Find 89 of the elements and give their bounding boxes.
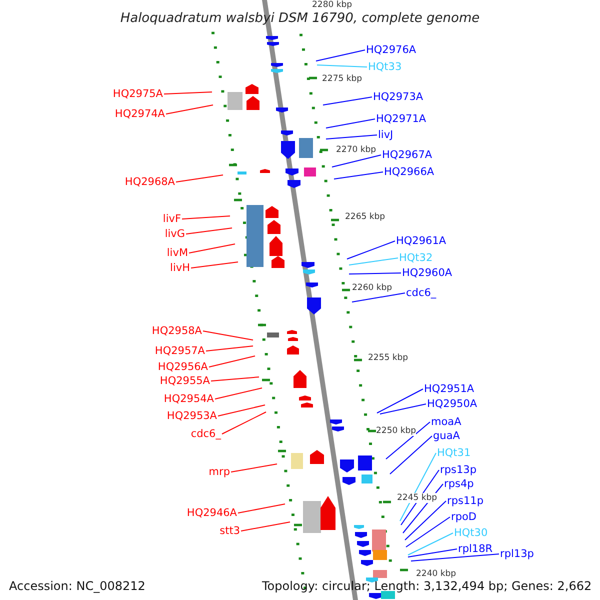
leader-line xyxy=(406,516,450,548)
leader-line xyxy=(380,404,426,414)
gene-label: moaA xyxy=(431,416,462,428)
gene-label: HQ2954A xyxy=(164,392,214,406)
leader-line xyxy=(334,172,384,180)
leader-line xyxy=(222,412,266,434)
leader-line xyxy=(210,376,260,382)
scale-label: 2255 kbp xyxy=(368,353,408,363)
gene-label: HQ2973A xyxy=(373,90,424,104)
leader-line xyxy=(386,422,430,460)
gene-label: HQt31 xyxy=(437,446,471,460)
gene-label: HQ2960A xyxy=(402,266,452,280)
gene-label: HQ2946A xyxy=(186,506,237,520)
leader-line xyxy=(346,240,396,260)
title: Haloquadratum walsbyi DSM 16790, complete genome xyxy=(119,11,481,27)
scale-label: 2275 kbp xyxy=(322,74,362,84)
leader-line xyxy=(164,92,212,94)
leader-line xyxy=(316,50,366,62)
gene-label: HQ2957A xyxy=(154,344,205,358)
gene-label: HQ2956A xyxy=(158,360,208,374)
leader-line xyxy=(230,464,278,472)
gene-label: HQ2966A xyxy=(384,166,434,178)
scale-label: 2270 kbp xyxy=(336,145,376,155)
leader-line xyxy=(176,174,224,182)
scale-label: 2280 kbp xyxy=(312,0,352,10)
gene-label: rpl18R xyxy=(458,542,493,556)
gene-label: livH xyxy=(170,262,190,274)
gene-label: HQ2951A xyxy=(424,382,474,396)
gene-label: HQ2967A xyxy=(382,148,432,162)
scale-label: 2260 kbp xyxy=(352,283,392,293)
gene-label: HQt33 xyxy=(368,60,402,74)
gene-label: rpoD xyxy=(451,510,476,524)
leader-line xyxy=(376,388,424,414)
gene-label: rps4p xyxy=(444,478,474,490)
scale-label: 2245 kbp xyxy=(397,493,438,503)
gene-label: rps13p xyxy=(440,464,476,476)
gene-label: cdc6_ xyxy=(190,428,221,440)
leader-line xyxy=(408,548,458,558)
leader-line xyxy=(190,262,238,268)
leader-line xyxy=(182,216,230,220)
gene-label: HQ2953A xyxy=(166,410,217,422)
scale-label: 2240 kbp xyxy=(416,569,456,579)
gene-label: HQ2955A xyxy=(160,374,210,388)
footer-text: Accession: NC_008212 xyxy=(9,579,146,593)
footer-text: Topology: circular; Length: 3,132,494 bp; Genes: 2,662 xyxy=(262,579,592,593)
leader-line xyxy=(208,356,256,368)
leader-line xyxy=(218,404,266,416)
leader-line xyxy=(202,330,254,340)
leader-line xyxy=(188,244,236,254)
leader-line xyxy=(214,388,262,400)
leader-line xyxy=(166,104,214,114)
gene-label: cdc6_ xyxy=(406,286,436,300)
gene-label: HQ2958A xyxy=(152,324,202,338)
scale-label: 2265 kbp xyxy=(345,212,386,222)
gene-label: HQ2968A xyxy=(124,176,175,188)
gene-label: livM xyxy=(166,246,188,260)
gene-label: HQt32 xyxy=(399,252,433,264)
scale-label: 2250 kbp xyxy=(376,426,416,436)
gene-label: livF xyxy=(162,212,181,226)
leader-line xyxy=(186,228,232,234)
leader-line xyxy=(206,346,254,352)
gene-label: guaA xyxy=(433,430,460,442)
gene-label: livG xyxy=(164,228,185,240)
leader-line xyxy=(240,522,290,532)
gene-label: HQ2950A xyxy=(427,398,478,410)
gene-label: HQ2976A xyxy=(366,44,416,56)
leader-line xyxy=(404,500,446,540)
leader-line xyxy=(408,532,454,556)
leader-line xyxy=(322,96,372,106)
leader-line xyxy=(348,272,402,274)
leader-line xyxy=(348,258,398,266)
gene-label: livJ xyxy=(378,128,394,142)
gene-label: rpl13p xyxy=(500,548,534,560)
gene-label: rps11p xyxy=(447,494,484,508)
gene-label: HQ2961A xyxy=(396,234,446,248)
gene-label: stt3 xyxy=(220,524,240,538)
gene-label: HQ2971A xyxy=(376,112,426,126)
leader-line xyxy=(410,554,500,562)
gene-label: HQ2975A xyxy=(112,88,163,100)
leader-line xyxy=(326,134,378,140)
leader-line xyxy=(390,436,432,474)
leader-line xyxy=(352,292,406,302)
gene-label: HQt30 xyxy=(454,526,488,540)
leader-line xyxy=(332,154,382,168)
leader-line xyxy=(326,118,376,128)
gene-label: mrp xyxy=(208,466,230,478)
leader-line xyxy=(238,504,286,514)
gene-label: HQ2974A xyxy=(114,108,165,120)
leader-line xyxy=(316,64,368,68)
